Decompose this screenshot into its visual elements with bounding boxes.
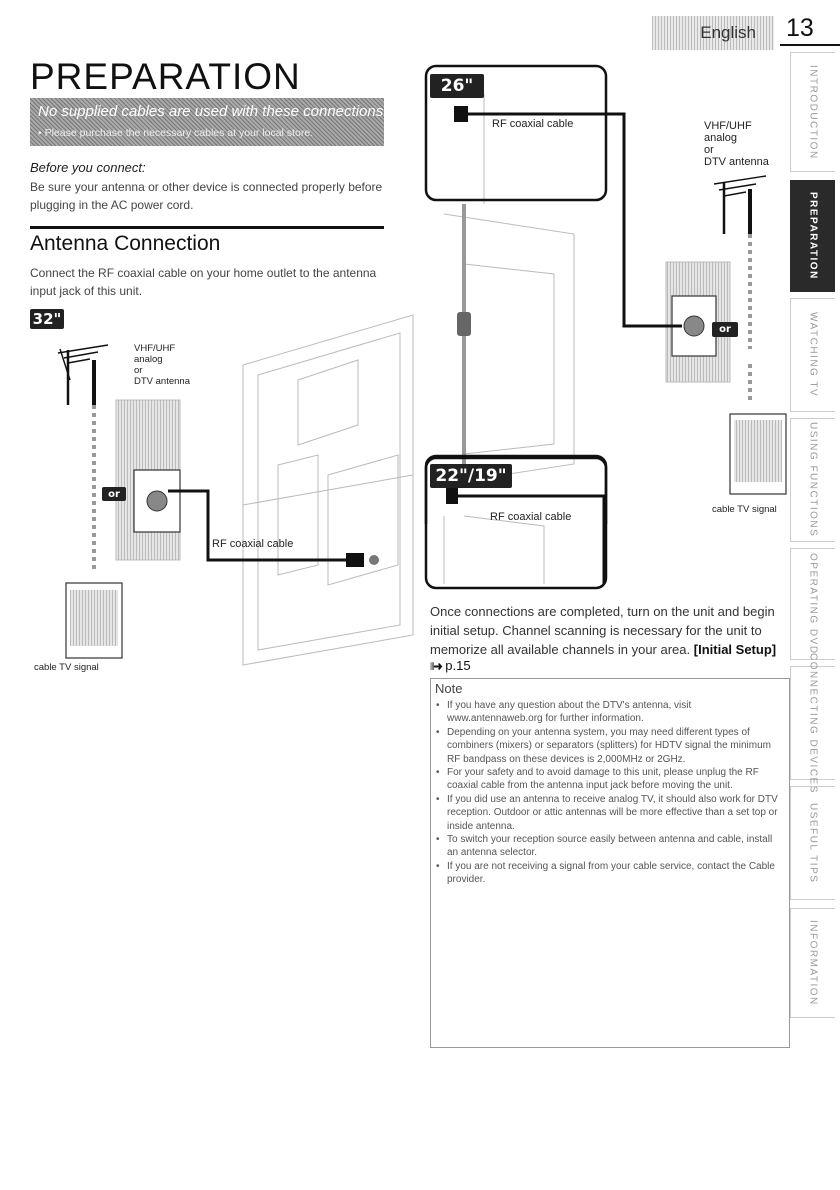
- tab-using-functions[interactable]: USING FUNCTIONS: [790, 418, 835, 542]
- banner-sub-text: • Please purchase the necessary cables a…: [38, 127, 314, 139]
- or-badge-32: or: [102, 487, 126, 501]
- tab-label: OPERATING DVD: [807, 553, 819, 655]
- tab-introduction[interactable]: INTRODUCTION: [790, 52, 835, 172]
- page-number: 13: [786, 14, 814, 42]
- banner-main-text: No supplied cables are used with these c…: [38, 103, 388, 120]
- signal-label-26: cable TV signal: [712, 504, 777, 515]
- page-reference-text: p.15: [445, 658, 471, 673]
- antenna-icon: [57, 344, 109, 405]
- size-badge-22-19: 22"/19": [430, 464, 512, 488]
- language-label: English: [652, 16, 774, 50]
- diagram-32-drawing: [57, 314, 414, 666]
- antenna-icon-26: [713, 175, 767, 234]
- tab-operating-dvd[interactable]: OPERATING DVD: [790, 548, 835, 660]
- diagram-22-19: 22"/19" RF coaxial cable: [424, 456, 610, 592]
- section-title: Antenna Connection: [30, 232, 221, 255]
- signal-label-32: cable TV signal: [34, 662, 99, 673]
- tab-useful-tips[interactable]: USEFUL TIPS: [790, 786, 835, 900]
- diagram-26: 26" RF coaxial cable VHF/UHF analog or D…: [424, 64, 790, 524]
- or-badge-26: or: [712, 322, 738, 337]
- antenna-label-32: VHF/UHF analog or DTV antenna: [134, 343, 190, 387]
- tab-label: USEFUL TIPS: [807, 802, 819, 884]
- tab-connecting-devices[interactable]: CONNECTING DEVICES: [790, 653, 835, 793]
- setup-instructions: Once connections are completed, turn on …: [430, 602, 790, 659]
- page-number-rule: [780, 44, 840, 46]
- section-rule: [30, 226, 384, 229]
- note-box: Note If you have any question about the …: [430, 678, 790, 1048]
- antenna-label-26: VHF/UHF analog or DTV antenna: [704, 120, 769, 168]
- size-badge-26: 26": [430, 74, 484, 98]
- note-item: To switch your reception source easily b…: [435, 833, 785, 860]
- note-title: Note: [435, 681, 463, 696]
- tab-label: INFORMATION: [807, 920, 819, 1006]
- tab-label: USING FUNCTIONS: [807, 422, 819, 538]
- note-item: If you did use an antenna to receive ana…: [435, 793, 785, 833]
- cable-label-32: RF coaxial cable: [212, 538, 294, 550]
- section-intro: Connect the RF coaxial cable on your hom…: [30, 266, 377, 298]
- setup-text: Once connections are completed, turn on …: [430, 604, 775, 657]
- note-item: If you have any question about the DTV's…: [435, 699, 785, 726]
- tab-label: INTRODUCTION: [807, 64, 819, 160]
- language-text: English: [700, 23, 756, 42]
- initial-setup-link[interactable]: [Initial Setup]: [693, 642, 777, 657]
- note-item: Depending on your antenna system, you ma…: [435, 726, 785, 766]
- diagram-32: 32" VHF/UHF analog or DTV antenna or RF …: [28, 305, 428, 675]
- page-reference[interactable]: ⦀➜ p.15: [430, 658, 471, 673]
- note-item: For your safety and to avoid damage to t…: [435, 766, 785, 793]
- tab-label: WATCHING TV: [807, 312, 819, 398]
- note-list: If you have any question about the DTV's…: [431, 699, 789, 887]
- tab-watching-tv[interactable]: WATCHING TV: [790, 298, 835, 412]
- arrow-right-icon: ⦀➜: [430, 662, 443, 673]
- tab-label: CONNECTING DEVICES: [807, 652, 819, 794]
- cable-label-22-19: RF coaxial cable: [490, 511, 572, 523]
- before-connect-text: Be sure your antenna or other device is …: [30, 180, 383, 212]
- size-badge-32: 32": [30, 309, 64, 329]
- tab-information[interactable]: INFORMATION: [790, 908, 835, 1018]
- note-item: If you are not receiving a signal from y…: [435, 860, 785, 887]
- cable-label-26: RF coaxial cable: [492, 118, 574, 130]
- notice-banner: No supplied cables are used with these c…: [30, 98, 388, 146]
- tab-label: PREPARATION: [807, 192, 819, 280]
- page-title: PREPARATION: [30, 56, 301, 97]
- before-connect-title: Before you connect:: [30, 160, 146, 175]
- tv-back-illustration: [242, 314, 414, 666]
- diagram-22-drawing: [424, 456, 608, 590]
- tab-preparation[interactable]: PREPARATION: [790, 180, 835, 292]
